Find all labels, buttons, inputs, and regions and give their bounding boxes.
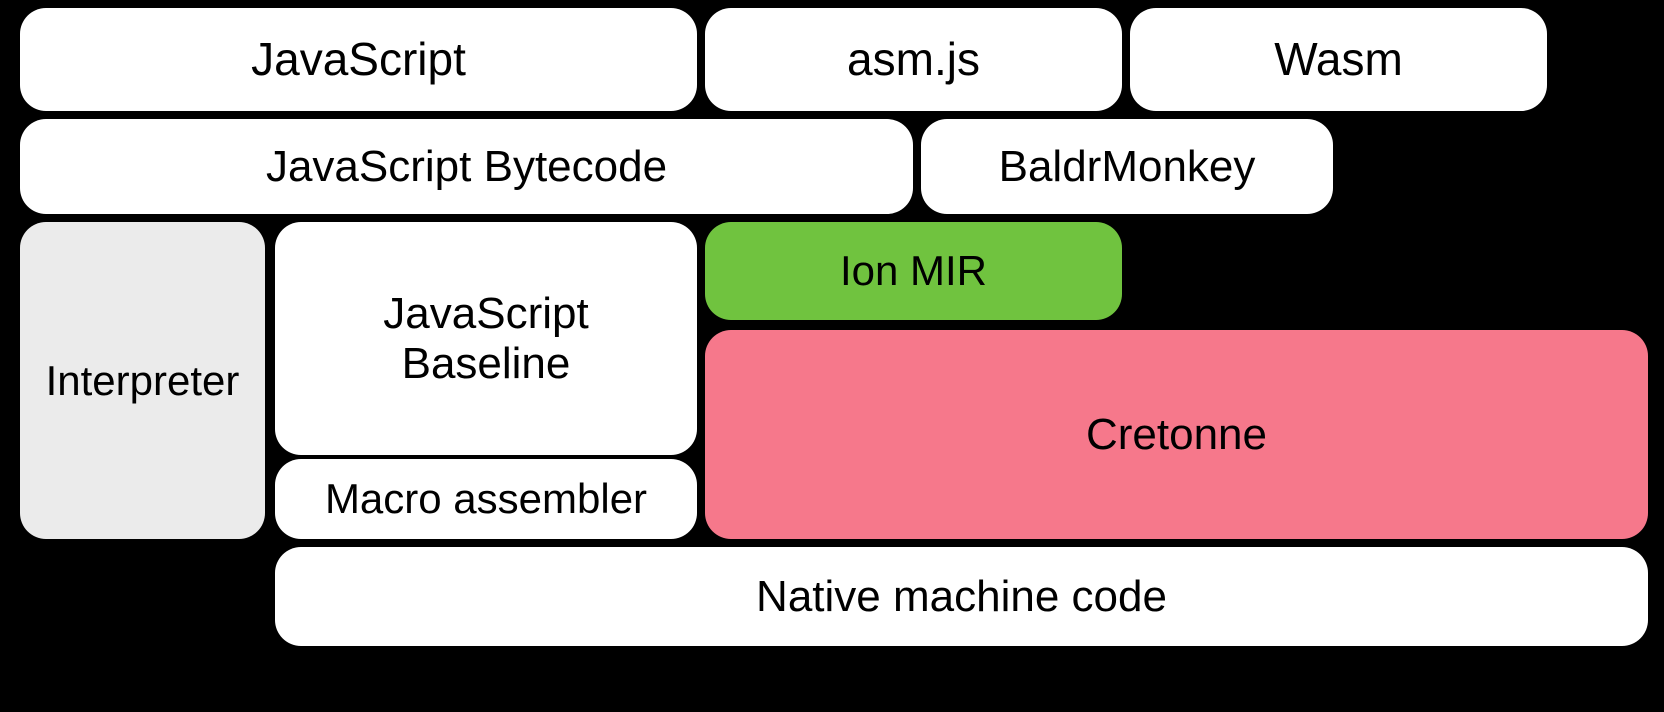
box-baldrmonkey: BaldrMonkey	[921, 119, 1333, 214]
box-native-machine-code: Native machine code	[275, 547, 1648, 646]
box-macro-assembler: Macro assembler	[275, 459, 697, 539]
box-cretonne: Cretonne	[705, 330, 1648, 539]
box-wasm: Wasm	[1130, 8, 1547, 111]
box-asm-js: asm.js	[705, 8, 1122, 111]
box-javascript-baseline: JavaScript Baseline	[275, 222, 697, 455]
box-javascript: JavaScript	[20, 8, 697, 111]
box-interpreter: Interpreter	[20, 222, 265, 539]
box-javascript-bytecode: JavaScript Bytecode	[20, 119, 913, 214]
box-ion-mir: Ion MIR	[705, 222, 1122, 320]
